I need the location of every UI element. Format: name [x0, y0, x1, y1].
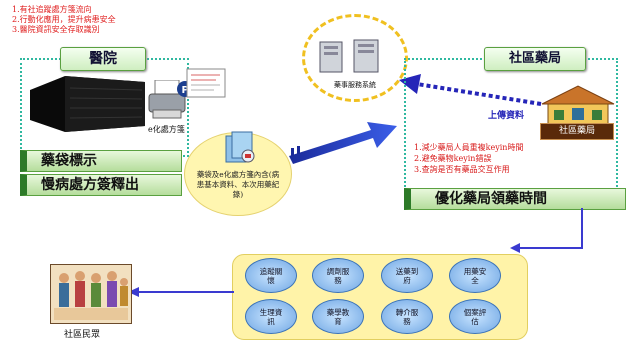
service-dispensing: 調劑服務	[312, 258, 364, 293]
server-label: 藥事服務系統	[334, 81, 376, 89]
benefit-item: 3.查詢是否有藥品交互作用	[414, 165, 510, 174]
service-pharmacy-education: 藥學教育	[312, 299, 364, 334]
flow-arrow-to-pharmacy	[289, 122, 397, 164]
upload-label: 上傳資料	[488, 111, 525, 121]
medicine-bag-label-bar: 藥袋標示	[20, 150, 182, 172]
residents-label: 社區民眾	[64, 330, 101, 340]
arrow-to-residents	[128, 287, 234, 297]
optimize-pickup-bar: 優化藥局領藥時間	[404, 188, 626, 210]
notes-list: 1.有社追蹤處方箋流向 2.行動化應用，提升病患安全 3.醫院資訊安全存取識別	[12, 5, 116, 35]
chronic-prescription-bar: 慢病處方簽釋出	[20, 174, 182, 196]
service-tracking-care: 追蹤關懷	[245, 258, 297, 293]
note-item: 3.醫院資訊安全存取識別	[12, 25, 100, 34]
pharmacy-building-sign: 社區藥局	[540, 123, 614, 140]
server-icon	[319, 39, 379, 73]
prescription-document-icon	[186, 68, 226, 98]
service-home-delivery: 送藥到府	[381, 258, 433, 293]
hospital-building-icon	[30, 76, 145, 132]
note-item: 1.有社追蹤處方箋流向	[12, 5, 92, 14]
community-residents-image	[50, 264, 132, 324]
server-circle	[302, 14, 408, 102]
document-stack-icon	[225, 131, 255, 163]
pharmacy-title: 社區藥局	[484, 47, 586, 71]
bubble-text: 藥袋及e化處方箋內含(病患基本資料、本次用藥紀錄)	[196, 170, 280, 199]
printer-icon: P	[148, 80, 193, 119]
service-case-assessment: 個案評估	[449, 299, 501, 334]
service-referral: 轉介服務	[381, 299, 433, 334]
connector-line	[510, 208, 583, 253]
benefit-item: 1.減少藥局人員重複keyin時間	[414, 143, 524, 152]
hospital-title: 醫院	[60, 47, 146, 71]
note-item: 2.行動化應用，提升病患安全	[12, 15, 116, 24]
service-physiological-info: 生理資訊	[245, 299, 297, 334]
pharmacy-benefits-list: 1.減少藥局人員重複keyin時間 2.避免藥物keyin錯誤 3.查詢是否有藥…	[414, 142, 523, 175]
svg-text:P: P	[182, 85, 189, 96]
service-medication-safety: 用藥安全	[449, 258, 501, 293]
prescription-label: e化處方箋	[148, 125, 185, 134]
benefit-item: 2.避免藥物keyin錯誤	[414, 154, 492, 163]
